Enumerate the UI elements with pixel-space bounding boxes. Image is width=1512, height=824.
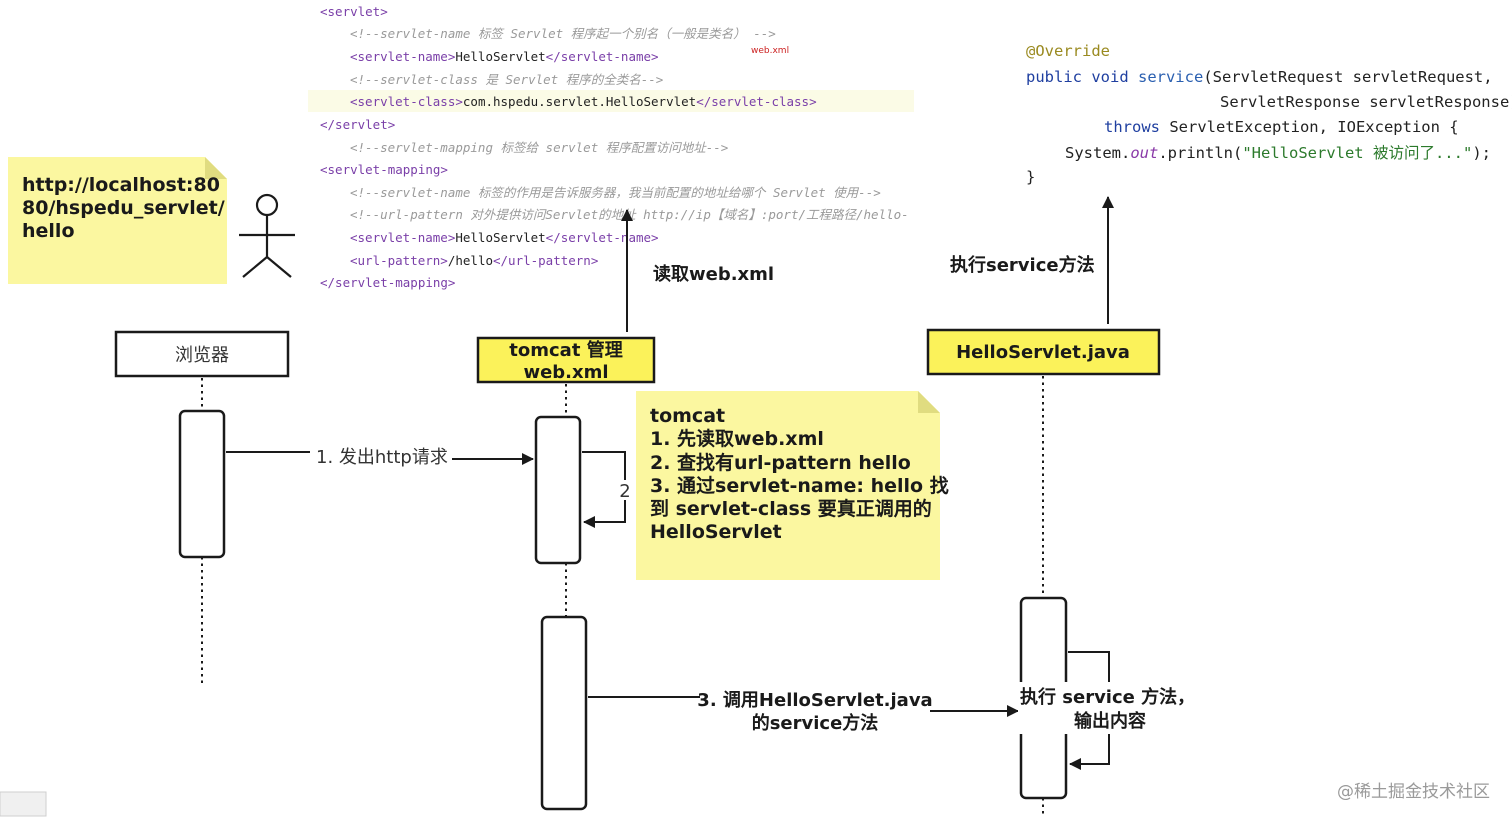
web-xml-code-snippet: <servlet> <!--servlet-name 标签 Servlet 程序起…	[308, 4, 914, 290]
hello-servlet-header	[926, 328, 1161, 376]
xml-code-line: </servlet>	[320, 117, 395, 132]
tomcat-note-fold	[918, 391, 940, 413]
java-code-line: }	[1026, 168, 1035, 186]
message-exec-service-self: 执行 service 方法， 输出内容	[1018, 651, 1195, 770]
browser-label: 浏览器	[175, 345, 229, 366]
lifeline-tomcat: tomcat 管理 web.xml	[476, 336, 656, 811]
message-3-label-line: 3. 调用HelloServlet.java	[697, 690, 932, 711]
xml-code-line: <servlet-mapping>	[320, 162, 448, 177]
tomcat-note-line: 2. 查找有url-pattern hello	[650, 451, 911, 474]
url-note: http://localhost:80 80/hspedu_servlet/ h…	[8, 157, 227, 284]
corner-tab	[0, 791, 47, 817]
xml-code-line: <servlet-name>HelloServlet</servlet-name…	[350, 49, 659, 64]
xml-code-line: <!--servlet-name 标签的作用是告诉服务器，我当前配置的地址给哪个…	[350, 185, 881, 200]
browser-header	[114, 330, 290, 378]
url-note-line: hello	[22, 220, 75, 242]
xml-code-line: <!--servlet-name 标签 Servlet 程序起一个别名（一般是类…	[350, 26, 776, 41]
xml-code-lines: <servlet> <!--servlet-name 标签 Servlet 程序起…	[320, 4, 909, 290]
message-exec-service-up: 执行service方法	[950, 196, 1114, 324]
tomcat-header	[476, 336, 656, 384]
message-2-label: 2	[619, 481, 630, 502]
tomcat-label-line: tomcat 管理	[509, 339, 622, 361]
exec-service-self-label-bg	[1018, 682, 1193, 734]
java-code-line: System.out.println("HelloServlet 被访问了...…	[1065, 144, 1491, 162]
message-3-call-service: 3. 调用HelloServlet.java 的service方法	[588, 690, 1019, 734]
message-1-http-request: 1. 发出http请求	[226, 447, 534, 468]
xml-code-line: <servlet-name>HelloServlet</servlet-name…	[350, 230, 659, 245]
lifeline-hello-servlet: HelloServlet.java	[926, 328, 1161, 815]
lifeline-browser: 浏览器	[114, 330, 290, 686]
web-xml-annotation: web.xml	[751, 46, 789, 56]
tomcat-note-shape	[636, 391, 940, 580]
watermark-text: @稀土掘金技术社区	[1337, 782, 1490, 802]
tomcat-note-line: 到 servlet-class 要真正调用的	[650, 497, 932, 520]
xml-code-line: <!--servlet-class 是 Servlet 程序的全类名-->	[350, 72, 663, 87]
message-2-self-call: 2	[582, 451, 633, 528]
message-read-web-xml: 读取web.xml	[621, 209, 774, 332]
actor-user-icon	[239, 193, 295, 278]
java-code-line: ServletResponse servletResponse)	[1220, 93, 1512, 111]
java-code-line: throws ServletException, IOException {	[1104, 118, 1459, 136]
tomcat-note-line: 1. 先读取web.xml	[650, 427, 824, 450]
message-2-label-bg	[617, 480, 633, 500]
exec-service-self-label-line: 执行 service 方法，	[1020, 686, 1195, 708]
read-web-xml-label: 读取web.xml	[653, 263, 774, 285]
xml-code-line: <servlet-class>com.hspedu.servlet.HelloS…	[350, 94, 817, 109]
url-note-line: http://localhost:80	[22, 174, 220, 196]
tomcat-note-line: HelloServlet	[650, 521, 782, 543]
java-service-code-snippet: @Override public void service(ServletRequ…	[1026, 42, 1512, 186]
xml-code-line: <!--servlet-mapping 标签给 servlet 程序配置访问地址…	[350, 140, 728, 155]
xml-code-line: <url-pattern>/hello</url-pattern>	[350, 253, 598, 268]
tomcat-label-line: web.xml	[523, 362, 608, 383]
hello-servlet-label: HelloServlet.java	[956, 342, 1130, 363]
url-note-shape	[8, 157, 227, 284]
xml-code-line: <servlet>	[320, 4, 388, 19]
tomcat-steps-note: tomcat 1. 先读取web.xml 2. 查找有url-pattern h…	[636, 391, 949, 580]
url-note-line: 80/hspedu_servlet/	[22, 197, 225, 219]
exec-service-up-label: 执行service方法	[950, 254, 1095, 276]
tomcat-activation-bar	[540, 615, 588, 811]
java-code-line: public void service(ServletRequest servl…	[1026, 68, 1493, 86]
xml-code-line: </servlet-mapping>	[320, 275, 455, 290]
tomcat-activation-bar	[534, 415, 582, 565]
xml-code-line: <!--url-pattern 对外提供访问Servlet的地址 http://…	[350, 207, 909, 222]
browser-activation-bar	[178, 409, 226, 559]
java-code-line: @Override	[1026, 42, 1110, 60]
tomcat-note-line: tomcat	[650, 405, 725, 427]
message-3-label-line: 的service方法	[752, 712, 879, 734]
message-1-label: 1. 发出http请求	[316, 447, 448, 468]
url-note-fold	[205, 157, 227, 179]
tomcat-note-line: 3. 通过servlet-name: hello 找	[650, 475, 949, 497]
code-line-highlight	[308, 90, 914, 112]
exec-service-self-label-line: 输出内容	[1074, 710, 1146, 732]
